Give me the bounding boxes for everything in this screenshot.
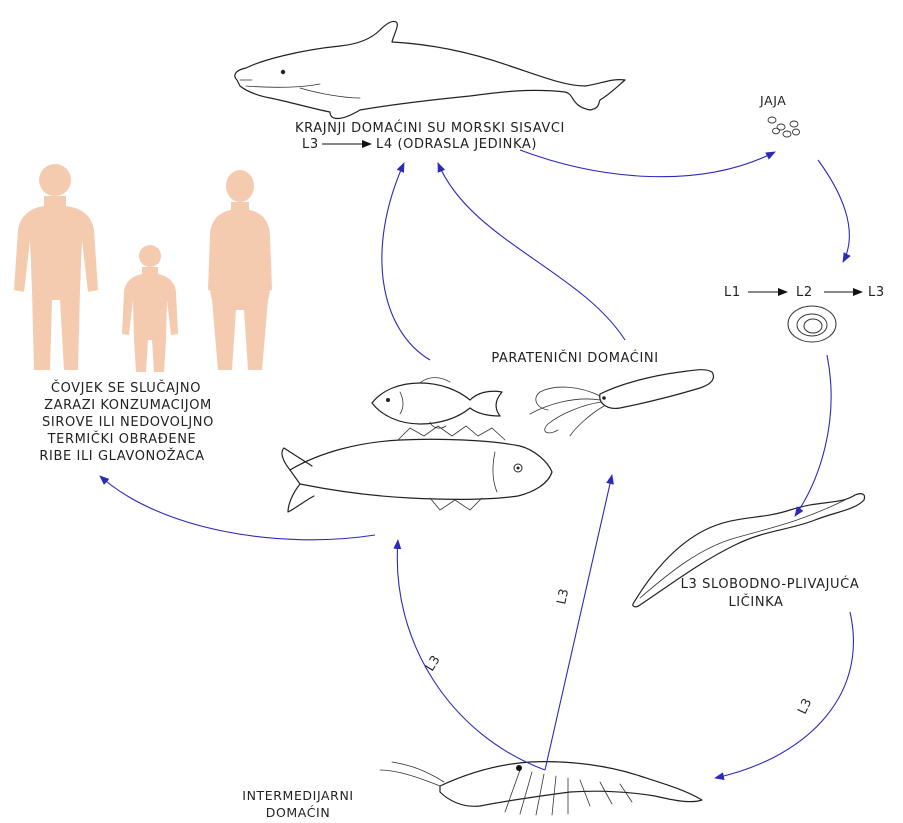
free-larva-label: L3 SLOBODNO-PLIVAJUĆA LIČINKA: [681, 576, 860, 610]
arrow-krill-to-fish-left: [397, 540, 545, 770]
human-silhouettes: [14, 164, 272, 372]
arrow-label-free-larva-to-krill: L3: [794, 695, 814, 716]
arrow-paratenic-to-host-right: [438, 163, 625, 340]
arrow-krill-to-fish-right: [545, 475, 612, 770]
arrow-egg-to-free-larva: [795, 355, 831, 516]
definitive-host-stage-l4: L4 (ODRASLA JEDINKA): [376, 137, 537, 152]
human-infection-line-2: ZARAZI KONZUMACIJOM: [44, 398, 212, 413]
definitive-host-label: KRAJNJI DOMAĆINI SU MORSKI SISAVCI L3 L4…: [295, 120, 565, 152]
dolphin-illustration: [235, 21, 625, 118]
paratenic-hosts-label: PARATENIČNI DOMAĆINI: [491, 350, 658, 366]
eggs-illustration: [768, 117, 800, 137]
stage-l1: L1: [724, 285, 741, 300]
arrow-host-to-eggs: [520, 150, 775, 177]
arrow-eggs-to-larval-stages: [818, 160, 849, 262]
intermediate-host-label: INTERMEDIJARNI DOMAĆIN: [242, 788, 353, 820]
arrow-label-krill-to-fish-right: L3: [553, 587, 571, 606]
stage-l3: L3: [868, 285, 885, 300]
larval-stages: L1 L2 L3: [724, 285, 885, 300]
human-infection-line-1: ČOVJEK SE SLUČAJNO: [51, 380, 201, 396]
stage-l2: L2: [796, 285, 813, 300]
man-silhouette: [14, 164, 98, 370]
human-infection-line-4: TERMIČKI OBRAĐENE: [47, 431, 197, 447]
free-larva-line1: L3 SLOBODNO-PLIVAJUĆA: [681, 576, 860, 592]
arrow-paratenic-to-host-left: [382, 163, 430, 360]
squid-illustration: [530, 370, 714, 436]
intermediate-host-line1: INTERMEDIJARNI: [242, 788, 353, 803]
embryonated-egg-illustration: [788, 306, 836, 342]
intermediate-host-line2: DOMAĆIN: [266, 805, 331, 820]
human-infection-line-3: SIROVE ILI NEDOVOLJNO: [42, 415, 214, 430]
arrow-free-larva-to-krill: [715, 612, 853, 778]
free-larva-line2: LIČINKA: [728, 594, 783, 610]
definitive-host-line1: KRAJNJI DOMAĆINI SU MORSKI SISAVCI: [295, 120, 565, 136]
human-infection-text: ČOVJEK SE SLUČAJNO ZARAZI KONZUMACIJOM S…: [39, 380, 214, 464]
woman-silhouette: [208, 170, 272, 370]
child-silhouette: [122, 245, 178, 372]
definitive-host-stage-l3: L3: [302, 137, 319, 152]
eggs-label: JAJA: [759, 93, 786, 108]
large-fish-illustration: [282, 426, 552, 512]
small-fish-illustration: [372, 378, 502, 428]
krill-illustration: [380, 762, 702, 815]
human-infection-line-5: RIBE ILI GLAVONOŽACA: [39, 448, 204, 464]
arrow-fish-to-human: [100, 476, 375, 540]
arrow-label-krill-to-fish-left: L3: [422, 652, 443, 674]
